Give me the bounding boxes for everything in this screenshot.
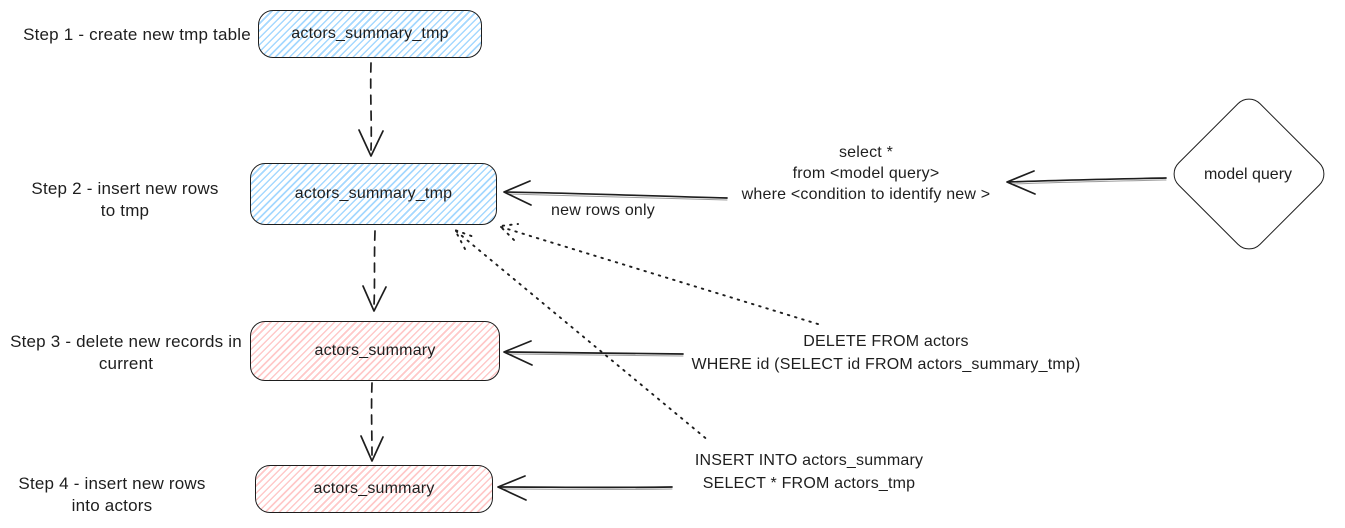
step2-label-line2: to tmp [100,201,150,220]
new-rows-only-label: new rows only [551,202,655,219]
arrow-step2-to-step3 [362,230,387,312]
node-step3-actors-summary: actors_summary [250,321,500,381]
arrow-insert-to-actors [497,475,673,501]
select-query-line1: select * [838,144,894,161]
dotted-link-tmp-to-delete-query [499,223,822,326]
arrow-step3-to-step4 [360,382,384,462]
node-step4-label: actors_summary [313,480,435,497]
arrow-model-query-to-select [1006,170,1167,195]
select-query-line3: where <condition to identify new > [741,186,991,203]
step4-label-line1: Step 4 - insert new rows [18,474,206,493]
step2-label: Step 2 - insert new rows to tmp [25,178,225,222]
select-query-note: select * from <model query> where <condi… [716,142,1016,205]
step4-label: Step 4 - insert new rows into actors [12,473,212,517]
insert-query-note: INSERT INTO actors_summary SELECT * FROM… [669,449,949,495]
delete-query-note: DELETE FROM actors WHERE id (SELECT id F… [671,330,1101,376]
step1-label: Step 1 - create new tmp table [9,24,265,46]
step1-label-line1: Step 1 - create new tmp table [23,25,251,44]
step2-label-line1: Step 2 - insert new rows [31,179,219,198]
dotted-link-tmp-to-insert-query [454,229,710,442]
node-step1-actors-summary-tmp: actors_summary_tmp [258,10,482,58]
node-step3-label: actors_summary [314,342,436,359]
step3-label-line2: current [98,354,154,373]
insert-query-line1: INSERT INTO actors_summary [694,452,924,469]
node-step4-actors-summary: actors_summary [255,465,493,513]
node-step1-label: actors_summary_tmp [291,25,449,42]
insert-query-line2: SELECT * FROM actors_tmp [702,475,916,492]
arrow-delete-to-current [503,340,684,366]
step4-label-line2: into actors [71,496,153,515]
node-step2-label: actors_summary_tmp [294,185,453,202]
arrow-new-rows-to-tmp [503,180,728,206]
step3-label: Step 3 - delete new records in current [4,331,248,375]
delete-query-line1: DELETE FROM actors [803,333,969,350]
delete-query-line2: WHERE id (SELECT id FROM actors_summary_… [691,356,1081,373]
step3-label-line1: Step 3 - delete new records in [10,332,242,351]
select-query-line2: from <model query> [792,165,940,182]
model-query-label: model query [1203,166,1293,183]
node-step2-actors-summary-tmp: actors_summary_tmp [250,163,497,225]
arrow-step1-to-step2 [358,62,384,157]
